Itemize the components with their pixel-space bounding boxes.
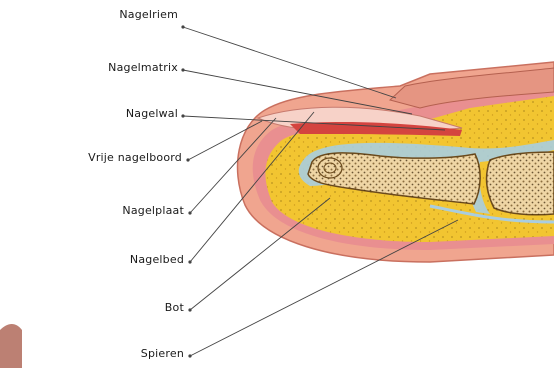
label-vrije-nagelboord: Vrije nagelboord	[4, 151, 182, 164]
label-bot: Bot	[100, 301, 184, 314]
label-nagelriem: Nagelriem	[70, 8, 178, 21]
label-nagelmatrix: Nagelmatrix	[40, 61, 178, 74]
leader-nagelriem	[183, 27, 396, 98]
label-spieren: Spieren	[80, 347, 184, 360]
edge-fragment	[0, 324, 22, 368]
label-nagelplaat: Nagelplaat	[60, 204, 184, 217]
label-nagelbed: Nagelbed	[60, 253, 184, 266]
label-nagelwal: Nagelwal	[70, 107, 178, 120]
